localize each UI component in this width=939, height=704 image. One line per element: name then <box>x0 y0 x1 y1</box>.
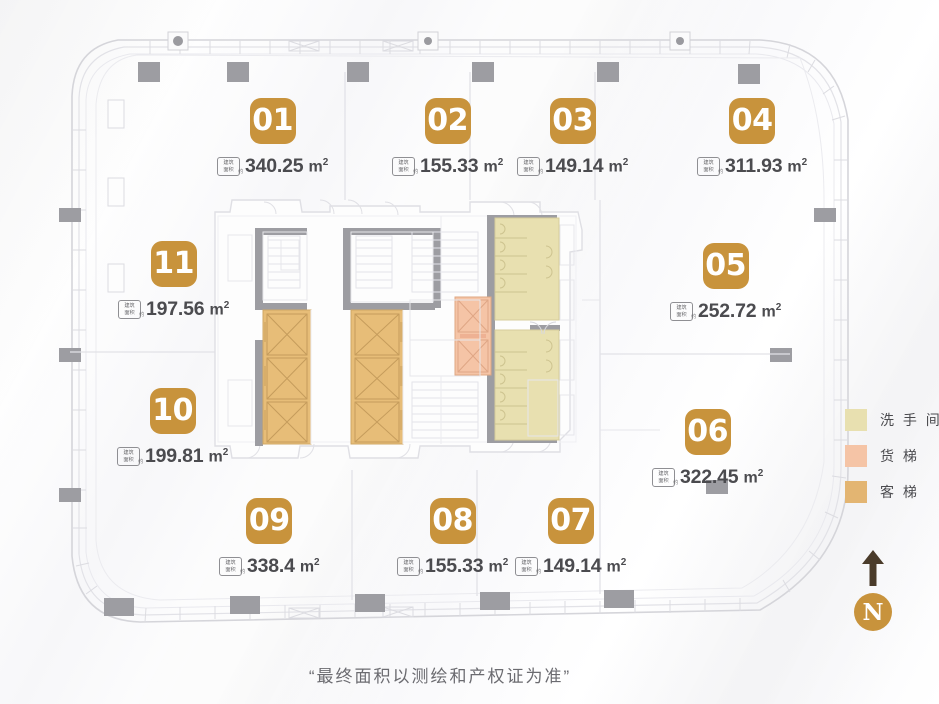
unit-09[interactable]: 09 建筑 面积 约 338.4 m2 <box>219 498 320 578</box>
freight-elevator-swatch <box>845 445 867 467</box>
building-area-tag: 建筑 面积 约 <box>517 157 544 176</box>
unit-area-unit: m2 <box>761 301 782 321</box>
unit-area-value: 340.25 <box>245 155 304 177</box>
unit-area: 建筑 面积 约 340.25 m2 <box>217 155 328 178</box>
unit-area-value: 155.33 <box>425 555 484 577</box>
restroom-swatch <box>845 409 867 431</box>
unit-11[interactable]: 11 建筑 面积 约 197.56 m2 <box>118 241 229 321</box>
unit-area: 建筑 面积 约 311.93 m2 <box>697 155 807 178</box>
unit-06[interactable]: 06 建筑 面积 约 322.45 m2 <box>652 409 763 489</box>
outer-envelope <box>71 31 849 623</box>
unit-area-value: 199.81 <box>145 445 204 467</box>
legend-item-freight-elevator[interactable]: 货 梯 <box>845 438 939 474</box>
core-interior-rooms <box>227 224 575 437</box>
building-area-tag: 建筑 面积 约 <box>652 468 679 487</box>
unit-area-value: 311.93 <box>725 155 783 177</box>
building-area-tag: 建筑 面积 约 <box>397 557 424 576</box>
unit-area-value: 322.45 <box>680 466 739 488</box>
unit-number-badge: 09 <box>246 498 293 544</box>
building-area-tag: 建筑 面积 约 <box>392 157 419 176</box>
unit-area-unit: m2 <box>308 156 329 176</box>
unit-area-value: 149.14 <box>545 155 604 177</box>
unit-number-badge: 08 <box>429 498 476 544</box>
east-wing-detail <box>582 299 660 431</box>
restrooms <box>494 217 560 441</box>
unit-area-unit: m2 <box>488 556 509 576</box>
unit-area-unit: m2 <box>787 156 808 176</box>
unit-number-badge: 05 <box>702 243 749 289</box>
unit-area: 建筑 面积 约 322.45 m2 <box>652 466 763 489</box>
unit-01[interactable]: 01 建筑 面积 约 340.25 m2 <box>217 98 328 178</box>
building-area-tag: 建筑 面积 约 <box>118 300 145 319</box>
disclaimer-note: “最终面积以测绘和产权证为准” <box>308 667 572 686</box>
building-area-tag: 建筑 面积 约 <box>670 302 697 321</box>
unit-number-badge: 03 <box>549 98 596 144</box>
unit-area: 建筑 面积 约 338.4 m2 <box>219 555 320 578</box>
unit-area: 建筑 面积 约 252.72 m2 <box>670 300 781 323</box>
north-arrow-icon <box>862 550 884 586</box>
unit-area: 建筑 面积 约 155.33 m2 <box>397 555 508 578</box>
passenger-elevator-bank-west <box>262 309 312 445</box>
north-label-circle: N <box>854 593 892 631</box>
roof-equipment <box>167 31 691 51</box>
unit-area-value: 155.33 <box>420 155 479 177</box>
unit-area-unit: m2 <box>209 299 230 319</box>
unit-number-badge: 11 <box>150 241 197 287</box>
unit-area-unit: m2 <box>299 556 320 576</box>
unit-area-value: 197.56 <box>146 298 205 320</box>
unit-area-unit: m2 <box>606 556 627 576</box>
passenger-elevator-bank-center <box>350 309 404 445</box>
legend-label: 洗 手 间 <box>880 412 939 428</box>
building-area-tag: 建筑 面积 约 <box>697 157 724 176</box>
unit-area: 建筑 面积 约 197.56 m2 <box>118 298 229 321</box>
unit-area-value: 149.14 <box>543 555 602 577</box>
building-area-tag: 建筑 面积 约 <box>217 157 244 176</box>
unit-04[interactable]: 04 建筑 面积 约 311.93 m2 <box>697 98 807 178</box>
passenger-elevator-swatch <box>845 481 867 503</box>
legend-label: 客 梯 <box>880 484 920 500</box>
unit-area-value: 252.72 <box>698 300 757 322</box>
freight-elevator <box>454 296 492 376</box>
unit-area: 建筑 面积 约 155.33 m2 <box>392 155 503 178</box>
unit-area-unit: m2 <box>483 156 504 176</box>
legend-label: 货 梯 <box>880 448 920 464</box>
structural-columns <box>59 62 836 616</box>
legend: 洗 手 间 货 梯 客 梯 <box>845 402 939 510</box>
unit-area-unit: m2 <box>208 446 229 466</box>
unit-05[interactable]: 05 建筑 面积 约 252.72 m2 <box>670 243 781 323</box>
legend-item-restroom[interactable]: 洗 手 间 <box>845 402 939 438</box>
unit-10[interactable]: 10 建筑 面积 约 199.81 m2 <box>117 388 228 468</box>
unit-number-badge: 02 <box>424 98 471 144</box>
unit-03[interactable]: 03 建筑 面积 约 149.14 m2 <box>517 98 628 178</box>
building-area-tag: 建筑 面积 约 <box>515 557 542 576</box>
stairs <box>267 231 479 439</box>
unit-number-badge: 01 <box>249 98 296 144</box>
door-swings-north <box>263 199 543 217</box>
core-corridor <box>310 216 442 444</box>
unit-number-badge: 10 <box>149 388 196 434</box>
unit-area: 建筑 面积 约 199.81 m2 <box>117 445 228 468</box>
unit-number-badge: 07 <box>547 498 594 544</box>
unit-02[interactable]: 02 建筑 面积 约 155.33 m2 <box>392 98 503 178</box>
unit-area-unit: m2 <box>608 156 629 176</box>
unit-08[interactable]: 08 建筑 面积 约 155.33 m2 <box>397 498 508 578</box>
unit-area: 建筑 面积 约 149.14 m2 <box>515 555 626 578</box>
legend-item-passenger-elevator[interactable]: 客 梯 <box>845 474 939 510</box>
tenant-boundary <box>95 54 825 601</box>
unit-area: 建筑 面积 约 149.14 m2 <box>517 155 628 178</box>
building-area-tag: 建筑 面积 约 <box>117 447 144 466</box>
compass: N <box>849 548 897 631</box>
unit-07[interactable]: 07 建筑 面积 约 149.14 m2 <box>515 498 626 578</box>
unit-number-badge: 06 <box>684 409 731 455</box>
unit-area-unit: m2 <box>743 467 764 487</box>
unit-area-value: 338.4 <box>247 555 295 577</box>
unit-number-badge: 04 <box>729 98 776 144</box>
building-area-tag: 建筑 面积 约 <box>219 557 246 576</box>
